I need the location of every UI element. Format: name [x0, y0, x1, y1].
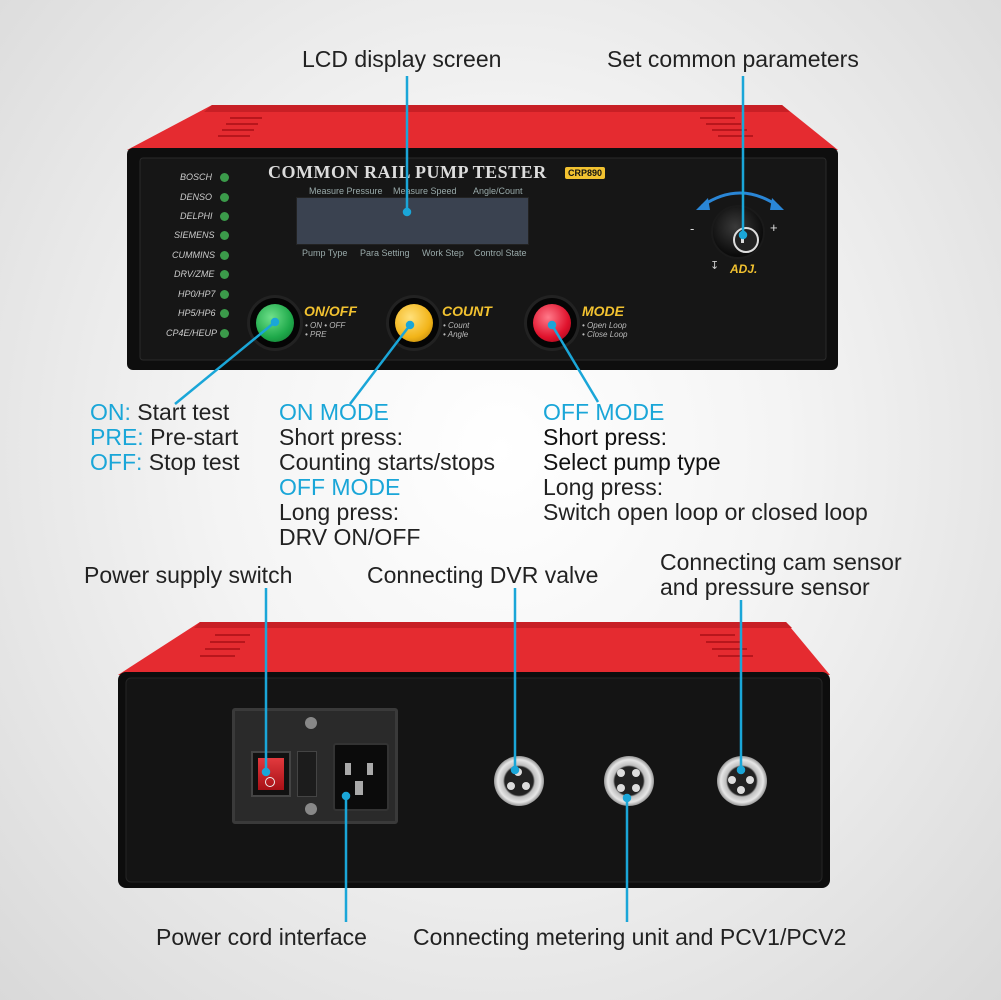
- count-line-2: Counting starts/stops: [279, 449, 496, 475]
- check-icon: [220, 173, 229, 182]
- onoff-sub-2: • PRE: [305, 330, 327, 339]
- dvr-connector[interactable]: [494, 756, 544, 806]
- lcd-bottom-label-1: Pump Type: [302, 248, 348, 258]
- count-line-4: DRV ON/OFF: [279, 524, 421, 550]
- onoff-button[interactable]: [250, 298, 300, 348]
- lcd-bottom-label-3: Work Step: [422, 248, 464, 258]
- adj-plus: +: [770, 220, 778, 235]
- brand-bosch: BOSCH: [180, 172, 213, 182]
- cam-callout-2: and pressure sensor: [660, 574, 870, 600]
- count-sub-2: • Angle: [443, 330, 469, 339]
- brand-cp4e-heup: CP4E/HEUP: [166, 328, 218, 338]
- brand-hp5-hp6: HP5/HP6: [178, 308, 216, 318]
- count-sub-1: • Count: [443, 321, 470, 330]
- cam-callout-1: Connecting cam sensor: [660, 549, 902, 575]
- power-module: [232, 708, 398, 824]
- lcd-top-label-3: Angle/Count: [473, 186, 523, 196]
- lcd-screen: [296, 197, 529, 245]
- fuse-holder: [297, 751, 317, 797]
- set-params-callout: Set common parameters: [607, 46, 859, 72]
- power-socket[interactable]: [333, 743, 389, 811]
- brand-denso: DENSO: [180, 192, 213, 202]
- pre-val: Pre-start: [143, 424, 239, 450]
- lcd-bottom-label-2: Para Setting: [360, 248, 410, 258]
- front-callout-lines: [174, 76, 748, 405]
- count-line-3: Long press:: [279, 499, 400, 525]
- count-on-mode: ON MODE: [279, 399, 389, 425]
- mode-line-4: Switch open loop or closed loop: [543, 499, 868, 525]
- onoff-label: ON/OFF: [304, 303, 357, 319]
- brand-drv-zme: DRV/ZME: [174, 269, 215, 279]
- press-icon: ↧: [710, 260, 720, 272]
- adj-rotate-arrows-icon: [696, 191, 784, 210]
- front-device: COMMON RAIL PUMP TESTER CRP890 Measure P…: [0, 0, 1001, 400]
- metering-callout: Connecting metering unit and PCV1/PCV2: [413, 924, 847, 950]
- check-icon: [220, 231, 229, 240]
- check-icon: [220, 251, 229, 260]
- mode-off-mode: OFF MODE: [543, 399, 665, 425]
- brand-hp0-hp7: HP0/HP7: [178, 289, 216, 299]
- power-switch[interactable]: [251, 751, 291, 797]
- power-switch-callout: Power supply switch: [84, 562, 293, 588]
- mode-sub-2: • Close Loop: [582, 330, 628, 339]
- lcd-bottom-label-4: Control State: [474, 248, 527, 258]
- mode-line-2: Select pump type: [543, 449, 721, 475]
- pre-key: PRE:: [90, 424, 144, 450]
- brand-cummins: CUMMINS: [172, 250, 215, 260]
- screw-icon: [305, 717, 317, 729]
- check-icon: [220, 193, 229, 202]
- power-cord-callout: Power cord interface: [156, 924, 367, 950]
- off-val: Stop test: [142, 449, 240, 475]
- count-line-1: Short press:: [279, 424, 403, 450]
- check-icon: [220, 329, 229, 338]
- dvr-callout: Connecting DVR valve: [367, 562, 599, 588]
- off-key: OFF:: [90, 449, 143, 475]
- lcd-callout: LCD display screen: [302, 46, 502, 72]
- adj-label: ADJ.: [730, 262, 758, 276]
- screw-icon: [305, 803, 317, 815]
- count-label: COUNT: [442, 303, 492, 319]
- adj-knob[interactable]: [711, 205, 765, 259]
- lcd-top-label-1: Measure Pressure: [309, 186, 383, 196]
- mode-line-1: Short press:: [543, 424, 667, 450]
- check-icon: [220, 290, 229, 299]
- model-badge: CRP890: [565, 167, 606, 179]
- brand-siemens: SIEMENS: [174, 230, 215, 240]
- check-icon: [220, 212, 229, 221]
- check-icon: [220, 270, 229, 279]
- rear-callout-lines: [261, 588, 746, 922]
- count-off-mode: OFF MODE: [279, 474, 401, 500]
- mode-sub-1: • Open Loop: [582, 321, 627, 330]
- brand-delphi: DELPHI: [180, 211, 213, 221]
- mode-label: MODE: [582, 303, 624, 319]
- onoff-sub-1: • ON • OFF: [305, 321, 346, 330]
- on-val: Start test: [130, 399, 230, 425]
- adj-minus: -: [690, 221, 695, 236]
- check-icon: [220, 309, 229, 318]
- lcd-top-label-2: Measure Speed: [393, 186, 457, 196]
- mode-line-3: Long press:: [543, 474, 664, 500]
- on-key: ON:: [90, 399, 131, 425]
- brand-list: BOSCH DENSO DELPHI SIEMENS CUMMINS DRV/Z…: [166, 172, 238, 342]
